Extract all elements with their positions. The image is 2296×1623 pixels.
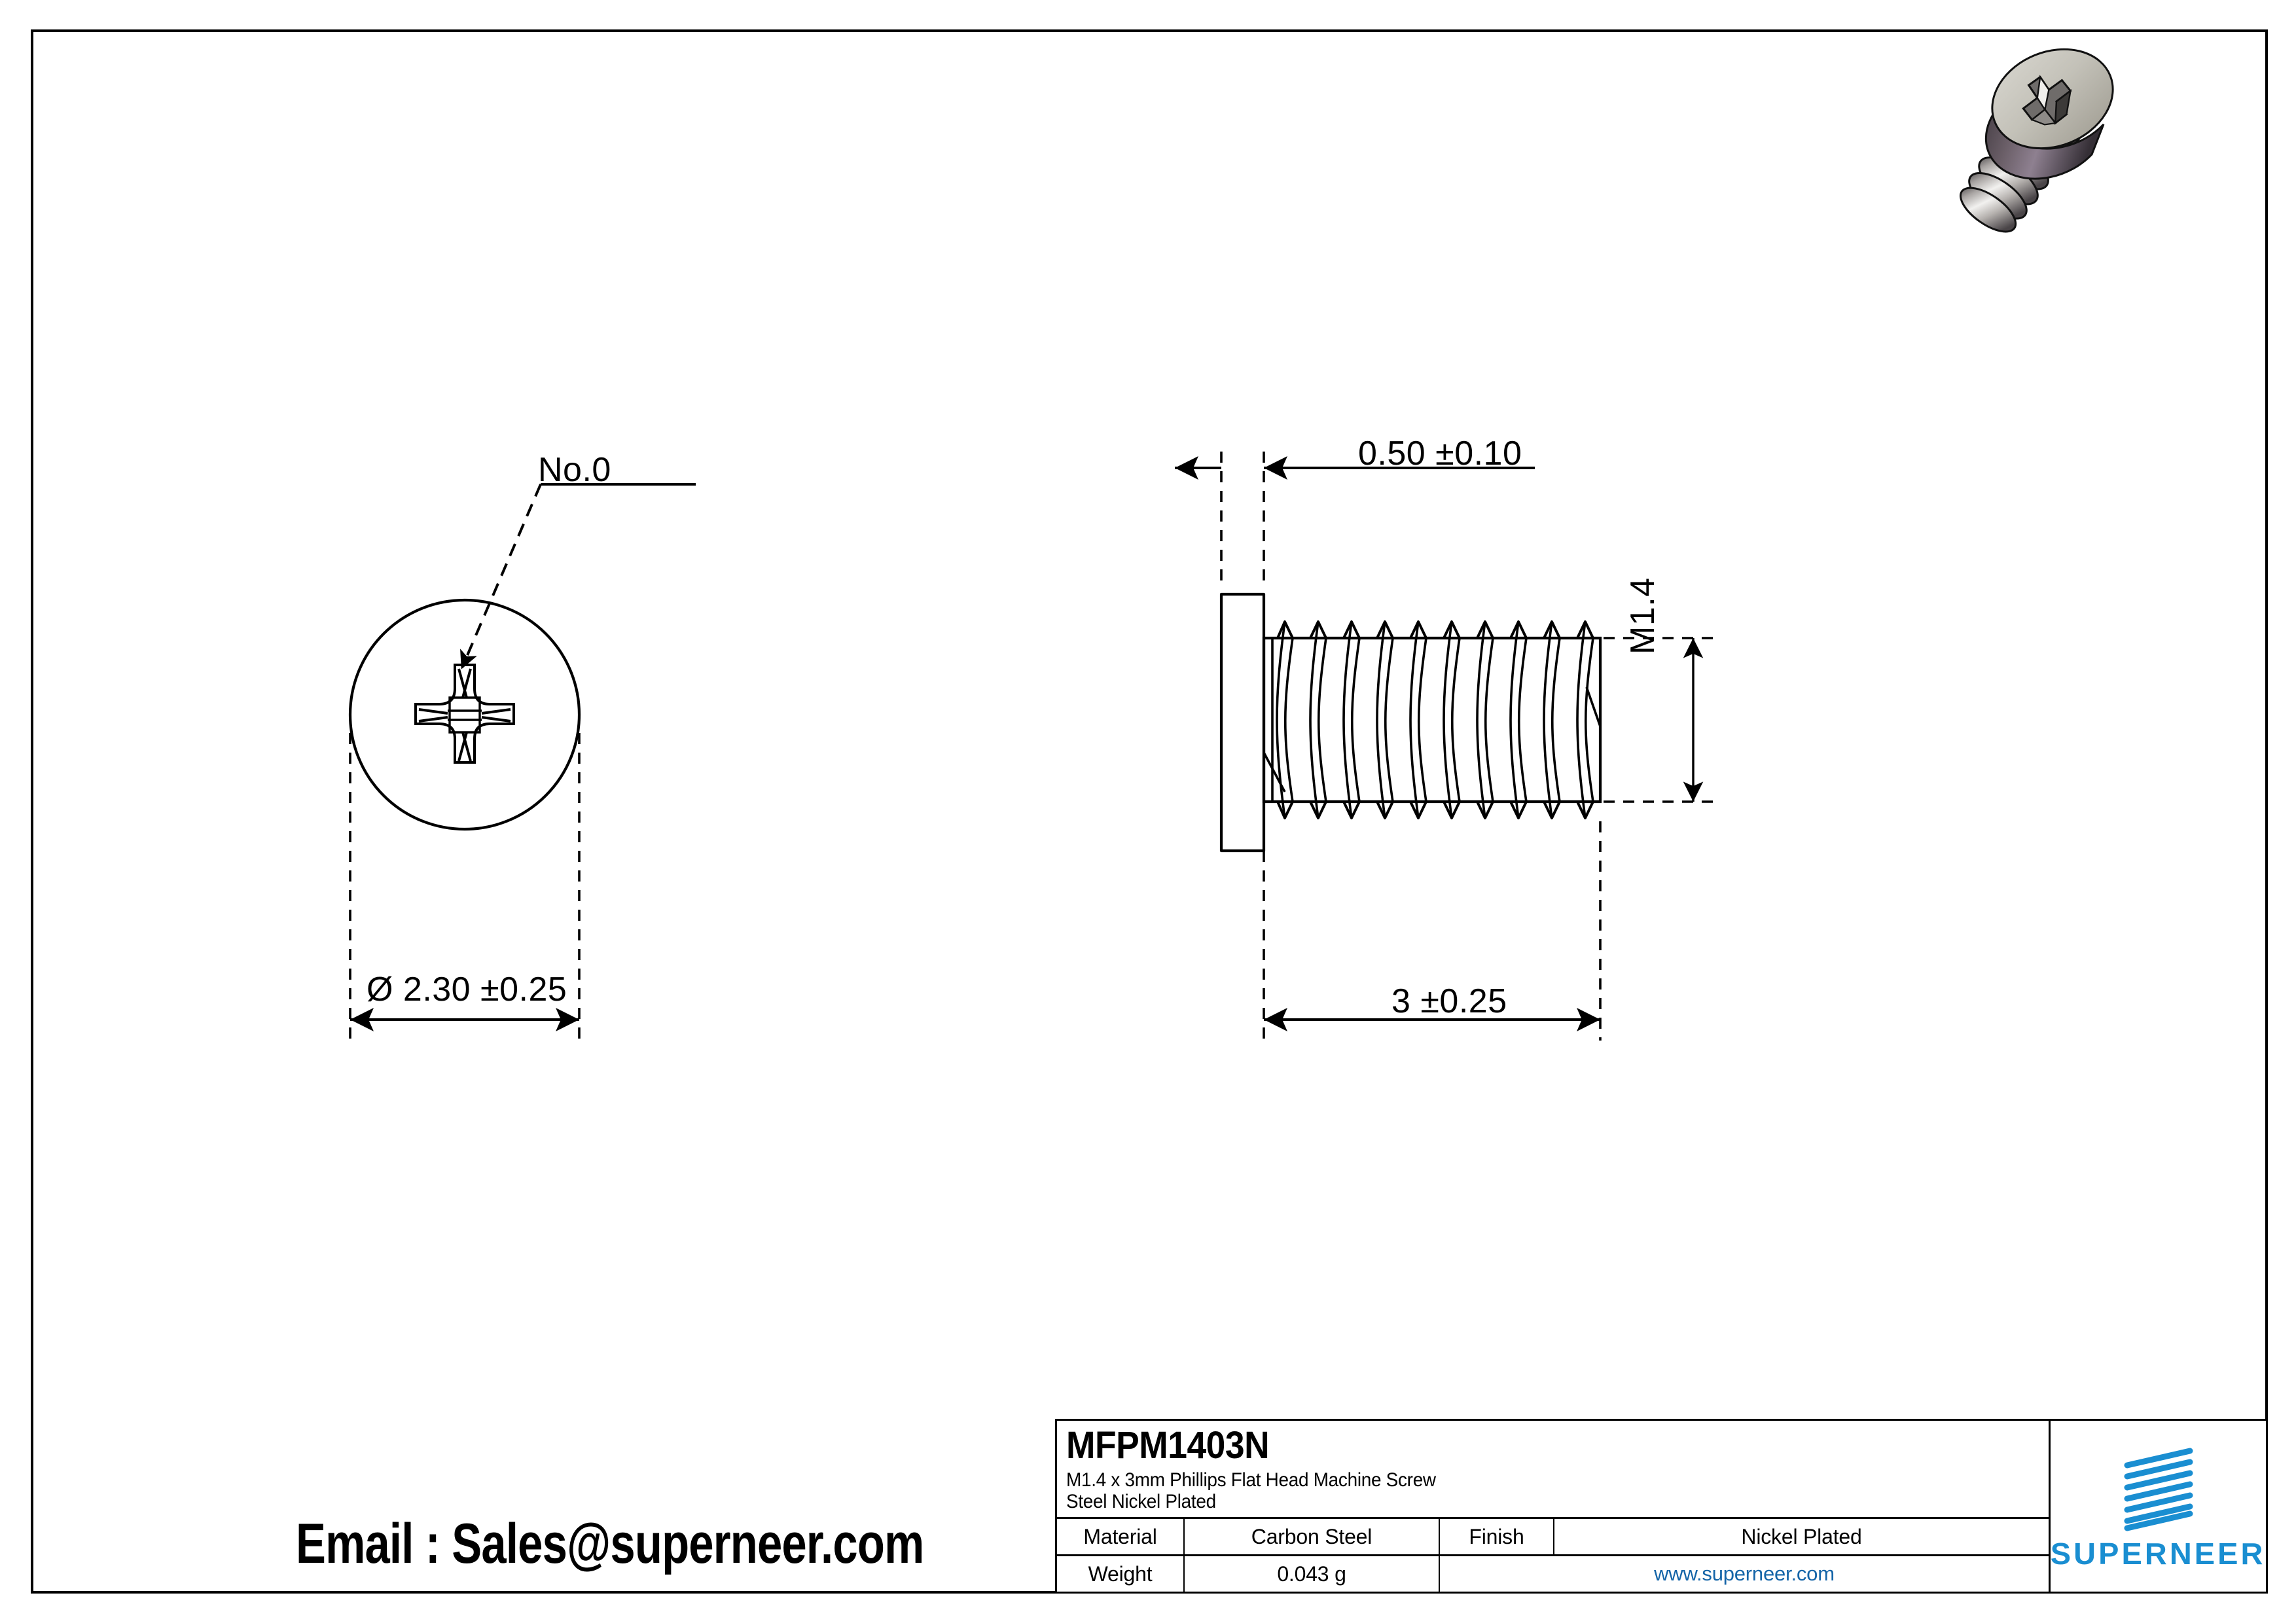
head-thickness-dimension-text: 0.50 ±0.10 bbox=[1358, 435, 1522, 473]
front-view-group bbox=[348, 483, 696, 1041]
phillips-recess-3d bbox=[2022, 75, 2072, 126]
phillips-recess-front bbox=[414, 664, 515, 764]
thread-dimension-text: M1.4 bbox=[1624, 577, 1662, 654]
part-number: MFPM1403N bbox=[1066, 1424, 1270, 1467]
screw-3d-render bbox=[1960, 48, 2114, 233]
material-value: Carbon Steel bbox=[1185, 1519, 1440, 1554]
callout-leader-no0 bbox=[460, 483, 696, 669]
material-label: Material bbox=[1057, 1519, 1185, 1554]
front-view-callout-label: No.0 bbox=[538, 451, 611, 489]
website-url-link[interactable]: www.superneer.com bbox=[1654, 1562, 1835, 1585]
title-block-description: MFPM1403N M1.4 x 3mm Phillips Flat Head … bbox=[1057, 1421, 2049, 1519]
finish-value: Nickel Plated bbox=[1741, 1524, 1862, 1548]
description-line-1: M1.4 x 3mm Phillips Flat Head Machine Sc… bbox=[1066, 1469, 1436, 1491]
length-dimension-text: 3 ±0.25 bbox=[1391, 982, 1507, 1020]
head-outline-circle bbox=[348, 598, 581, 831]
table-row: Material Carbon Steel Finish Nickel Plat… bbox=[1057, 1519, 2049, 1556]
title-block-main: MFPM1403N M1.4 x 3mm Phillips Flat Head … bbox=[1057, 1421, 2051, 1592]
weight-value: 0.043 g bbox=[1185, 1556, 1440, 1592]
description-line-2: Steel Nickel Plated bbox=[1066, 1491, 1216, 1512]
company-wordmark: SUPERNEER bbox=[2051, 1536, 2266, 1571]
company-logo-panel: SUPERNEER bbox=[2051, 1421, 2266, 1592]
diameter-dimension-text: Ø 2.30 ±0.25 bbox=[367, 971, 567, 1008]
side-view-group bbox=[1175, 452, 1715, 1041]
diagonal-bars-logo-icon bbox=[2124, 1448, 2193, 1531]
title-block: MFPM1403N M1.4 x 3mm Phillips Flat Head … bbox=[1055, 1419, 2268, 1594]
contact-email-text: Email : Sales@superneer.com bbox=[296, 1512, 924, 1575]
thread-helix-lines bbox=[1263, 621, 1602, 819]
table-row: Weight 0.043 g www.superneer.com bbox=[1057, 1556, 2049, 1592]
finish-label: Finish bbox=[1440, 1519, 1554, 1554]
weight-label: Weight bbox=[1057, 1556, 1185, 1592]
screw-head-profile bbox=[1219, 592, 1266, 853]
